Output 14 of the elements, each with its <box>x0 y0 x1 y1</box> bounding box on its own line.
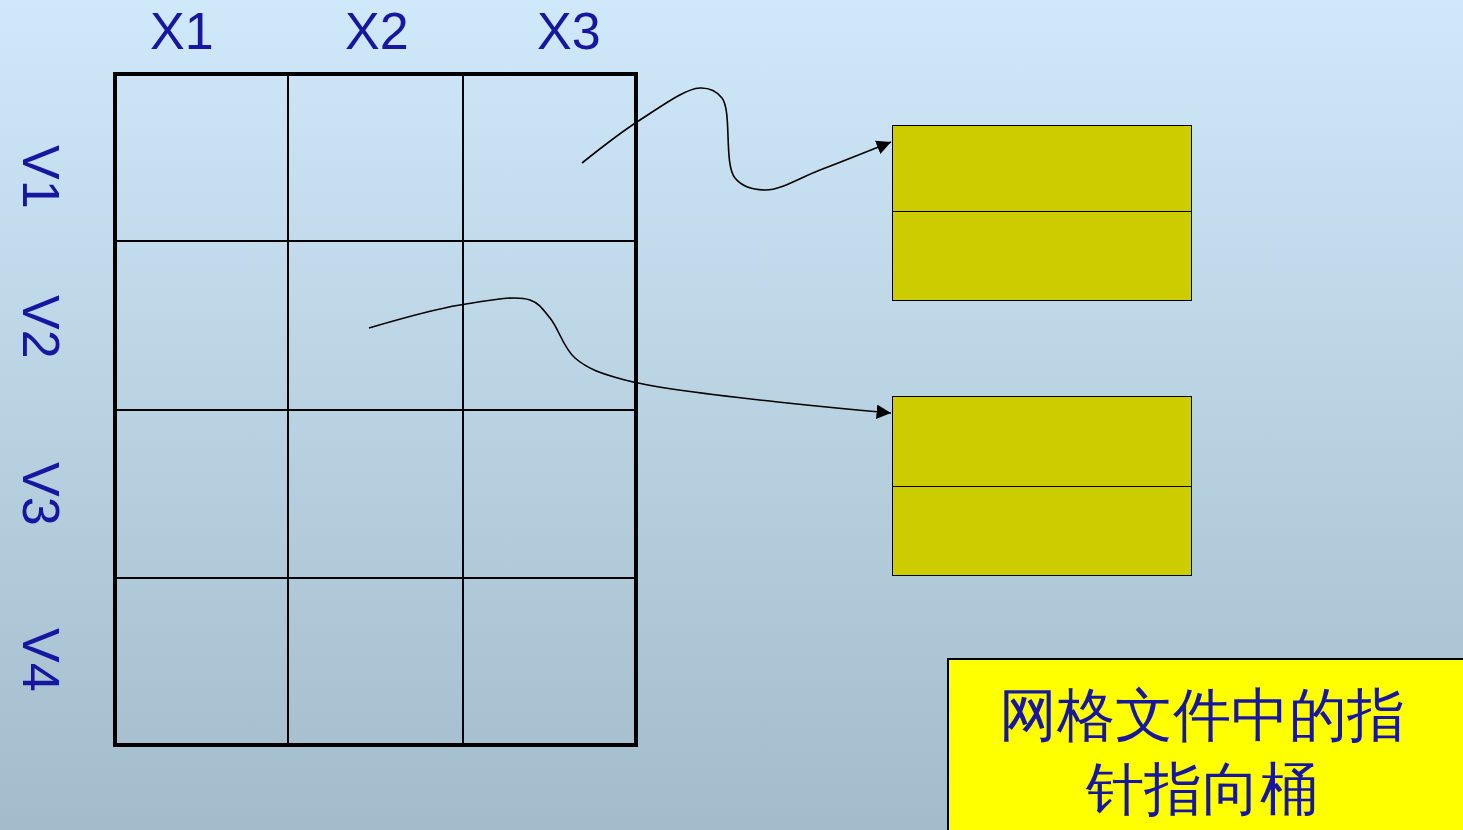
column-label: X3 <box>537 5 601 57</box>
arrow <box>368 297 892 419</box>
row-label: V1 <box>15 145 67 209</box>
grid-table <box>113 72 638 747</box>
row-label: V3 <box>15 462 67 526</box>
row-label: V2 <box>15 295 67 359</box>
column-label: X1 <box>150 5 214 57</box>
bucket-box <box>892 125 1192 301</box>
note-text: 网格文件中的指针指向桶 <box>998 680 1406 825</box>
bucket-box <box>892 396 1192 576</box>
row-label: V4 <box>15 628 67 692</box>
arrow <box>581 87 892 191</box>
column-label: X2 <box>345 5 409 57</box>
note-box <box>947 658 1463 830</box>
